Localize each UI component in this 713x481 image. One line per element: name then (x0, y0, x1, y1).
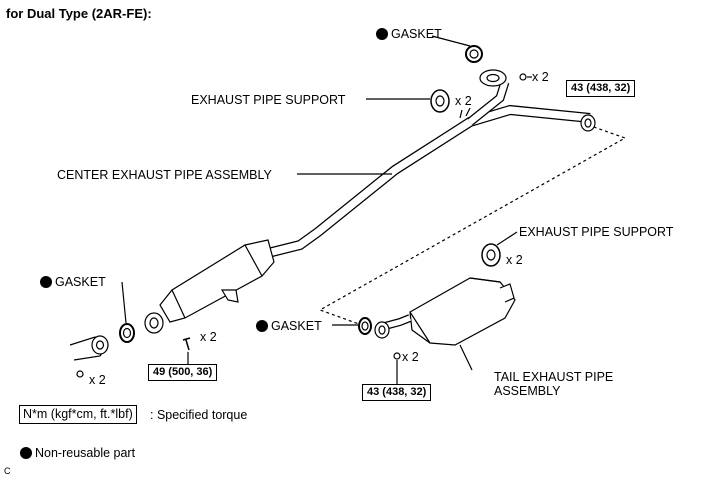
front-flange (144, 312, 164, 334)
torque-tail-box: 43 (438, 32) (362, 384, 432, 401)
nonreusable-dot-icon (256, 320, 268, 332)
gasket-top-text: GASKET (391, 27, 442, 41)
nonreusable-dot-icon (376, 28, 388, 40)
support-right-part (481, 243, 501, 267)
qty-left-nut: x 2 (89, 373, 106, 387)
nut-tail (393, 352, 401, 360)
support-top-part (430, 89, 450, 113)
gasket-top-part (465, 45, 483, 63)
torque-top-box: 43 (438, 32) (566, 80, 636, 97)
gasket-left-text: GASKET (55, 275, 106, 289)
nonreusable-dot-icon (40, 276, 52, 288)
top-flange (479, 69, 507, 87)
legend-nonreusable: Non-reusable part (20, 446, 135, 460)
tail-pipe-line2: ASSEMBLY (494, 384, 561, 398)
legend-unit-box: N*m (kgf*cm, ft.*lbf) (19, 405, 137, 424)
qty-front-bolt: x 2 (200, 330, 217, 344)
nut-top (519, 73, 527, 81)
gasket-mid-text: GASKET (271, 319, 322, 333)
tail-flange (374, 321, 390, 339)
qty-tail-nut: x 2 (402, 350, 419, 364)
muffler-body (409, 277, 516, 346)
qty-right-support: x 2 (506, 253, 523, 267)
tail-pipe-line1: TAIL EXHAUST PIPE (494, 370, 614, 384)
nonreusable-dot-icon (20, 447, 32, 459)
center-pipe-label: CENTER EXHAUST PIPE ASSEMBLY (57, 168, 272, 182)
catalytic-converter (159, 239, 275, 323)
diagram-title: for Dual Type (2AR-FE): (6, 6, 152, 21)
gasket-top-label: GASKET (376, 27, 442, 41)
bolt-front (182, 337, 191, 351)
nut-left (76, 370, 84, 378)
gasket-left-label: GASKET (40, 275, 106, 289)
support-right-label: EXHAUST PIPE SUPPORT (519, 225, 674, 239)
corner-code: C (4, 466, 11, 476)
gasket-left-part (119, 323, 135, 343)
qty-top-support: x 2 (455, 94, 472, 108)
gasket-mid-part (358, 317, 372, 335)
legend-unit-text: : Specified torque (150, 408, 248, 422)
qty-top-nut: x 2 (532, 70, 549, 84)
support-top-label: EXHAUST PIPE SUPPORT (191, 93, 346, 107)
legend-nonreusable-text: Non-reusable part (35, 446, 136, 460)
gasket-mid-label: GASKET (256, 319, 322, 333)
rear-flange (580, 114, 596, 132)
alignment-dashed-line (318, 124, 627, 329)
torque-front-box: 49 (500, 36) (148, 364, 218, 381)
